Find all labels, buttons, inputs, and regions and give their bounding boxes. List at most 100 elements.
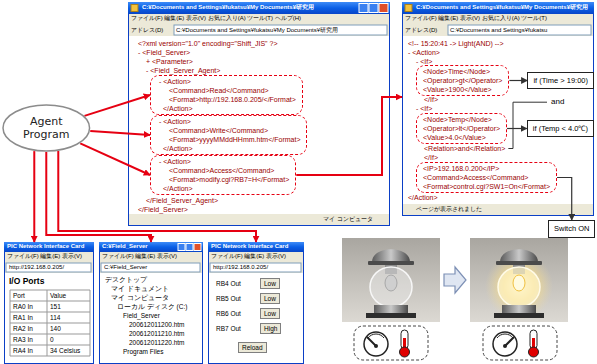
- window-body: [129, 3, 390, 226]
- table-rule: [10, 312, 90, 313]
- connector-arrow: [507, 128, 527, 129]
- xml-line: + <Parameter>: [146, 57, 193, 66]
- connector-arrow: [90, 131, 150, 135]
- window-frame: [208, 242, 304, 364]
- cell-text: 0: [50, 336, 54, 344]
- xml-line: <Format>modify.cgi?RB7=H</Format>: [169, 175, 289, 184]
- sensor-icons-on-part: [483, 326, 557, 360]
- table-rule: [10, 356, 90, 357]
- cell-text: RB5 Out: [216, 295, 241, 303]
- xml-line: </Action>: [163, 104, 193, 113]
- cell-text: Field_Server: [123, 312, 160, 320]
- cell-text: Port: [13, 292, 25, 300]
- button-label: Low: [260, 293, 280, 304]
- window-title: C:¥Field_Server: [102, 243, 148, 251]
- address-field: [174, 25, 387, 35]
- xml-line: <!-- 15:20:41 -> Light(AND) -->: [408, 39, 504, 48]
- highlight-oval: <IP>192.168.0.200</IP><Command>Access</C…: [416, 162, 557, 193]
- highlight-oval: - <Action><Command>Write</Command><Forma…: [150, 115, 307, 155]
- xml-line: <Relation>and</Relation>: [424, 144, 505, 153]
- xml-line: </Action>: [163, 184, 193, 193]
- xml-line: </If>: [424, 153, 438, 162]
- address-field: [101, 263, 200, 272]
- browser-window: C:¥Documents and Settings¥fukatsu¥My Doc…: [128, 2, 390, 226]
- menu-bar: [100, 252, 202, 262]
- switch-arrow-part: [444, 267, 466, 293]
- title-bar: [402, 2, 594, 14]
- xml-line: - <Field_Server>: [138, 48, 190, 57]
- xml-line: <IP>192.168.0.200</IP>: [423, 164, 499, 173]
- menu-bar: [5, 252, 93, 262]
- cell-text: 200612011210.htm: [129, 330, 185, 338]
- cell-text: RA4 In: [13, 347, 33, 355]
- tool-bar: [209, 262, 303, 273]
- connector-arrow: [557, 178, 572, 221]
- status-text: ページが表示されました: [416, 206, 482, 214]
- browser-window: C:¥Documents and Settings¥fukatsu¥My Doc…: [402, 2, 594, 216]
- title-bar: [128, 2, 390, 14]
- lamp-photo-off: [342, 238, 440, 322]
- lamp-photo-on-part: [494, 313, 544, 318]
- table-rule: [90, 290, 91, 356]
- window-title: PIC Network Interface Card: [211, 243, 288, 251]
- table-rule: [10, 290, 90, 291]
- window-title: PIC Network Interface Card: [7, 243, 84, 251]
- callout-box: if (Temp < 4.0℃): [527, 120, 594, 138]
- xml-line: - <Action>: [159, 117, 191, 126]
- cell-text: RA2 In: [13, 325, 33, 333]
- address-text: C:¥Documents and Settings¥fukatsu: [450, 27, 547, 35]
- cell-text: 200612011220.htm: [129, 339, 185, 347]
- callout-text: if (Temp < 4.0℃): [533, 124, 588, 134]
- xml-line: <Format>control.cgi?SW1=On</Format>: [423, 182, 550, 191]
- button-label: Reload: [238, 342, 267, 353]
- switch-arrow: [444, 267, 466, 293]
- callout-box: if (Time > 19:00): [527, 72, 594, 90]
- menu-bar: [129, 14, 389, 24]
- sensor-icons-off-part: [401, 330, 408, 349]
- connector-arrow: [509, 80, 527, 81]
- address-text: http://192.168.0.205/: [9, 264, 64, 272]
- xml-line: <Node>Temp</Node>: [423, 115, 492, 124]
- menu-text: ファイル(F) 編集(E) 表示(V): [211, 253, 286, 261]
- table-rule: [10, 334, 90, 335]
- sensor-icons-on-part: [493, 332, 517, 356]
- xml-line: </If>: [424, 95, 438, 104]
- window-title: C:¥Documents and Settings¥fukatsu¥My Doc…: [142, 4, 314, 12]
- status-bar: [129, 214, 389, 225]
- menu-bar: [403, 14, 593, 24]
- sensor-icons-on-part: [503, 344, 507, 348]
- sensor-icons-off-part: [354, 326, 428, 360]
- lamp-photo-on: [470, 238, 568, 322]
- xml-line: </Field_Server>: [138, 205, 188, 214]
- window-body: [5, 243, 94, 364]
- xml-line: - <Action>: [159, 157, 191, 166]
- xml-line: <Command>Write</Command>: [169, 126, 268, 135]
- cell-text: デスクトップ: [105, 276, 147, 284]
- menu-bar: [209, 252, 303, 262]
- ellipse-shape: [3, 105, 90, 151]
- callout-box: Switch ON: [548, 220, 595, 238]
- callout-text: if (Time > 19:00): [533, 76, 588, 86]
- xml-line: - <If>: [416, 104, 432, 113]
- cell-text: RB4 Out: [216, 280, 241, 288]
- title-button: [178, 244, 185, 251]
- menu-text: ファイル(F) 編集(E) 表示(V): [102, 253, 177, 261]
- table-rule: [10, 323, 90, 324]
- browser-window: PIC Network Interface Card ファイル(F) 編集(E) …: [208, 242, 304, 364]
- address-field: [448, 25, 591, 35]
- agent-ellipse: Agent Program: [2, 104, 91, 152]
- status-bar: [403, 204, 593, 215]
- table-rule: [10, 345, 90, 346]
- connector-arrow: [296, 97, 402, 175]
- address-text: C:¥Field_Server: [104, 264, 147, 272]
- lamp-photo-on-part: [500, 249, 538, 262]
- status-text: マイ コンピュータ: [323, 216, 373, 224]
- xml-line: <Command>Access</Command>: [423, 173, 528, 182]
- highlight-oval: - <Action><Command>Access</Command><Form…: [150, 155, 296, 195]
- highlight-oval: <Node>Temp</Node><Operator>lt</Operator>…: [416, 113, 507, 144]
- cell-text: マイ コンピュータ: [111, 294, 169, 302]
